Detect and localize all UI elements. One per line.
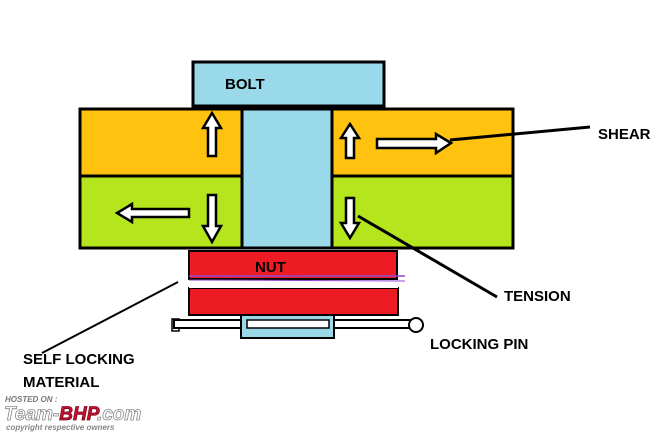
locking-pin-label: LOCKING PIN: [430, 336, 528, 353]
nut-label: NUT: [255, 259, 286, 276]
arrow-right-icon: [375, 131, 454, 156]
shear-label: SHEAR: [598, 126, 651, 143]
arrow-down-icon: [200, 193, 224, 245]
nut-top: [188, 250, 398, 280]
watermark-hosted-on: HOSTED ON :: [5, 395, 58, 404]
nut-bottom: [188, 287, 399, 316]
arrow-left-icon: [114, 201, 191, 225]
self-locking-leader: [41, 281, 179, 354]
bolt-shank: [240, 107, 334, 250]
tension-label: TENSION: [504, 288, 571, 305]
self-locking-layer: [188, 279, 406, 282]
arrow-down-icon: [338, 196, 362, 241]
pin-through-bolt: [246, 319, 330, 329]
locking-pin-head: [408, 317, 424, 333]
nut-gap: [189, 282, 398, 288]
watermark-copyright: copyright respective owners: [6, 423, 115, 432]
bolt-label: BOLT: [225, 76, 265, 93]
upper-plate-left: [78, 107, 244, 178]
self-locking-label-line2: MATERIAL: [23, 374, 99, 391]
team-bhp-watermark: HOSTED ON : Team-BHP.com copyright respe…: [4, 395, 142, 432]
tension-leader: [357, 214, 498, 299]
self-locking-label-line1: SELF LOCKING: [23, 351, 135, 368]
lower-plate-right: [330, 174, 515, 250]
arrow-up-icon: [200, 110, 224, 158]
arrow-up-icon: [338, 121, 362, 160]
watermark-brand: Team-BHP.com: [4, 404, 141, 425]
bolt-head: [191, 60, 386, 108]
shear-leader: [449, 125, 591, 142]
